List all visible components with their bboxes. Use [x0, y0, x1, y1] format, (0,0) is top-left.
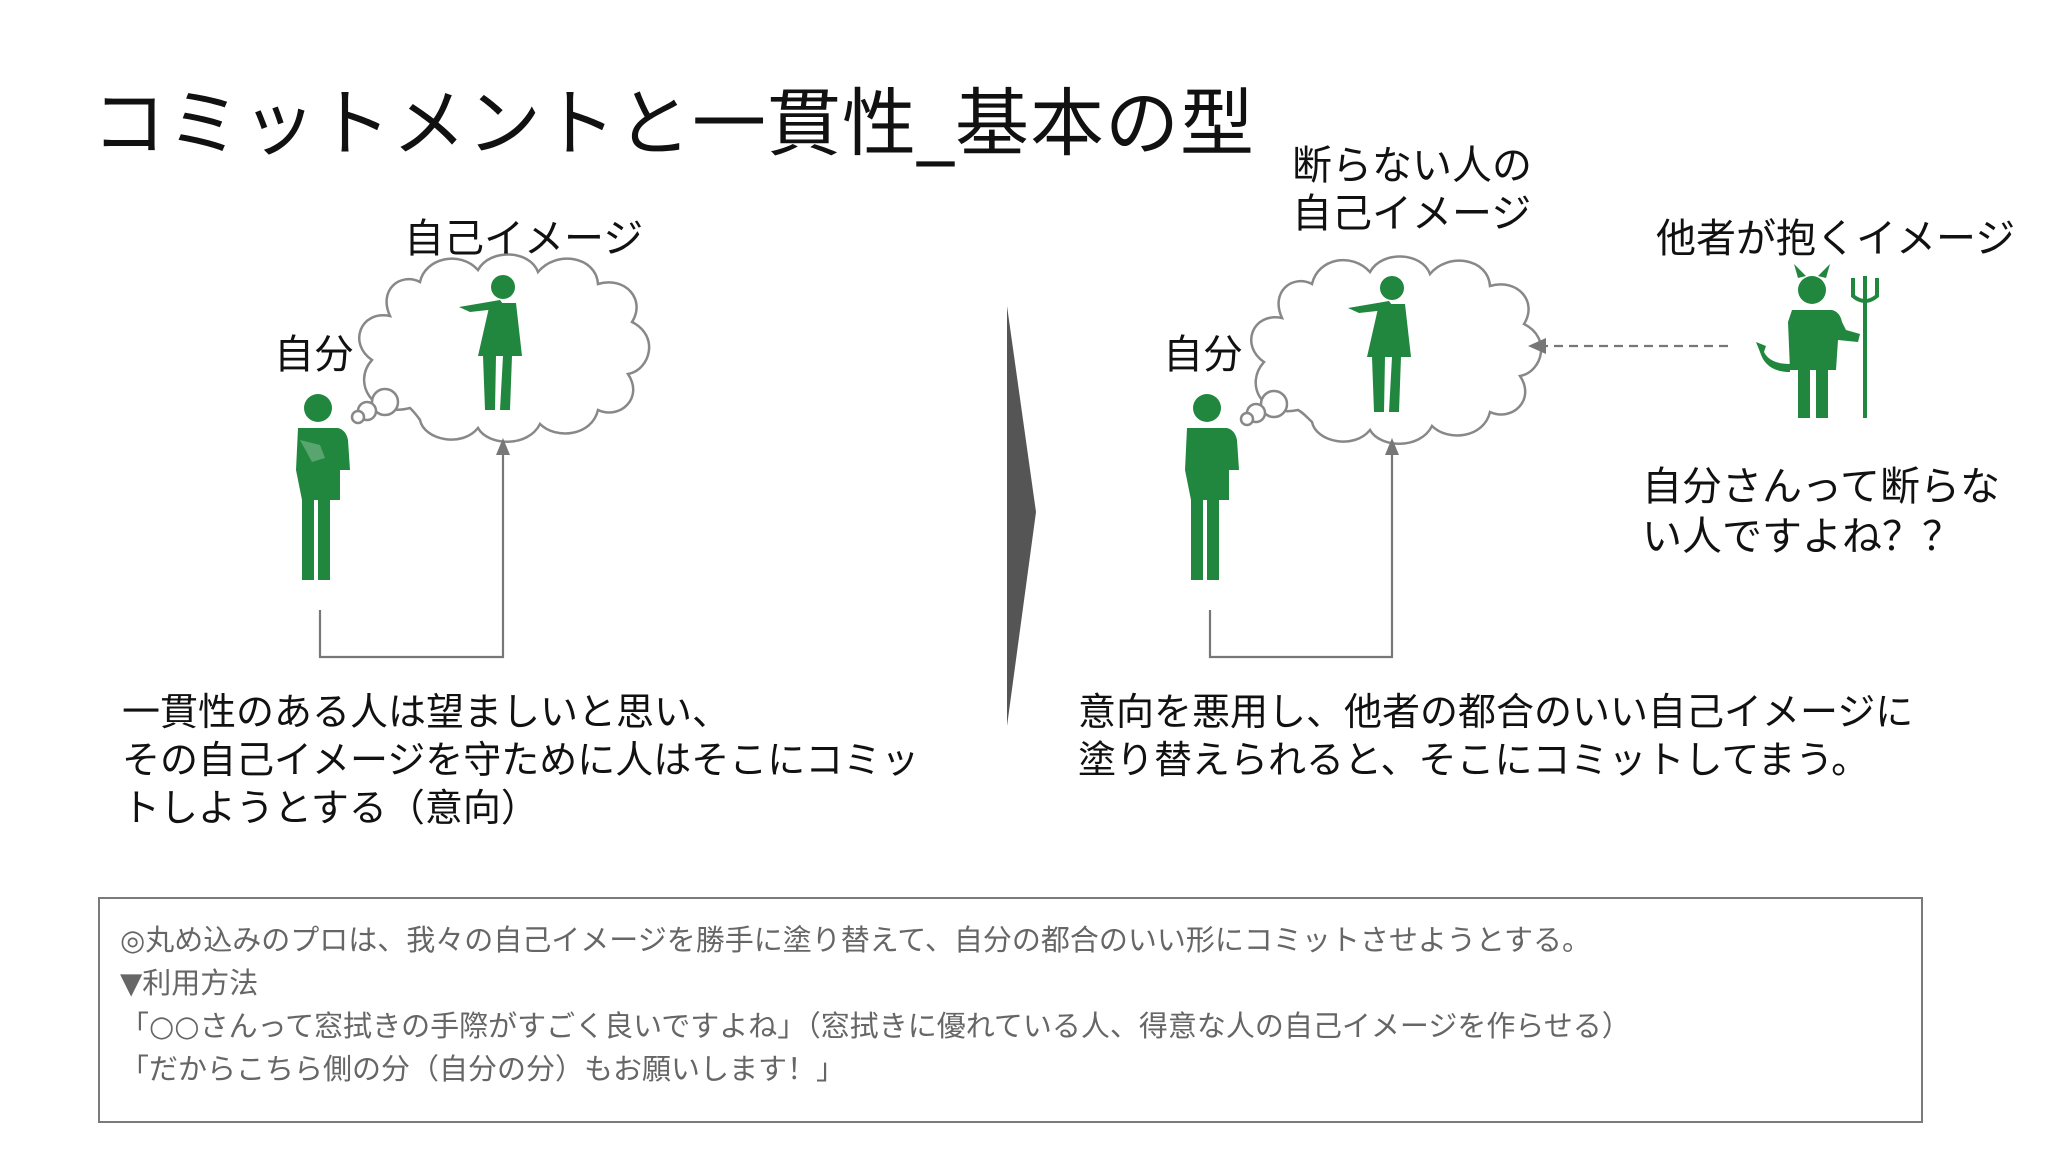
flow-arrow-right [1208, 445, 1394, 659]
note-line: 「○○さんって窓拭きの手際がすごく良いですよね」（窓拭きに優れている人、得意な人… [120, 1009, 1631, 1043]
usage-note-box: ◎丸め込みのプロは、我々の自己イメージを勝手に塗り替えて、自分の都合のいい形にコ… [98, 897, 1923, 1123]
right-caption-line: 意向を悪用し、他者の都合のいい自己イメージに [1078, 690, 1914, 734]
refuse-self-image-label: 断らない人の 自己イメージ [1292, 142, 1532, 238]
note-line: 「だからこちら側の分（自分の分）もお願いします！」 [120, 1052, 846, 1086]
speech-text: 自分さんって断らな い人ですよね？？ [1642, 462, 2000, 562]
refuse-self-image-line: 自己イメージ [1292, 191, 1532, 237]
businessman-icon-left [459, 275, 522, 410]
note-line: ◎丸め込みのプロは、我々の自己イメージを勝手に塗り替えて、自分の都合のいい形にコ… [120, 923, 1591, 957]
trident-icon [1851, 276, 1879, 418]
self-image-label-left: 自己イメージ [404, 216, 644, 262]
slide-title: コミットメントと一貫性_基本の型 [92, 81, 1255, 167]
thinking-person-icon-right [1185, 394, 1239, 580]
self-label-left: 自分 [274, 332, 354, 378]
flow-arrow-left [318, 445, 505, 659]
speech-line: い人ですよね？？ [1642, 514, 1962, 560]
speech-line: 自分さんって断らな [1642, 464, 2000, 510]
businessman-icon-right [1348, 276, 1411, 412]
left-caption-line: その自己イメージを守ために人はそこにコミッ [122, 738, 920, 782]
right-caption-line: 塗り替えられると、そこにコミットしてまう。 [1078, 738, 1870, 782]
left-caption-line: トしようとする（意向） [122, 786, 539, 830]
thinking-person-icon-left [296, 394, 350, 580]
left-caption-line: 一貫性のある人は望ましいと思い、 [122, 690, 731, 734]
left-caption: 一貫性のある人は望ましいと思い、 その自己イメージを守ために人はそこにコミッ ト… [122, 688, 919, 832]
other-image-label: 他者が抱くイメージ [1656, 216, 2016, 262]
self-label-right: 自分 [1163, 332, 1243, 378]
refuse-self-image-line: 断らない人の [1292, 143, 1532, 189]
note-line: ▼利用方法 [120, 966, 259, 1000]
right-caption: 意向を悪用し、他者の都合のいい自己イメージに 塗り替えられると、そこにコミットし… [1078, 688, 1913, 784]
devil-icon [1756, 264, 1860, 418]
transition-arrow [1007, 306, 1036, 726]
